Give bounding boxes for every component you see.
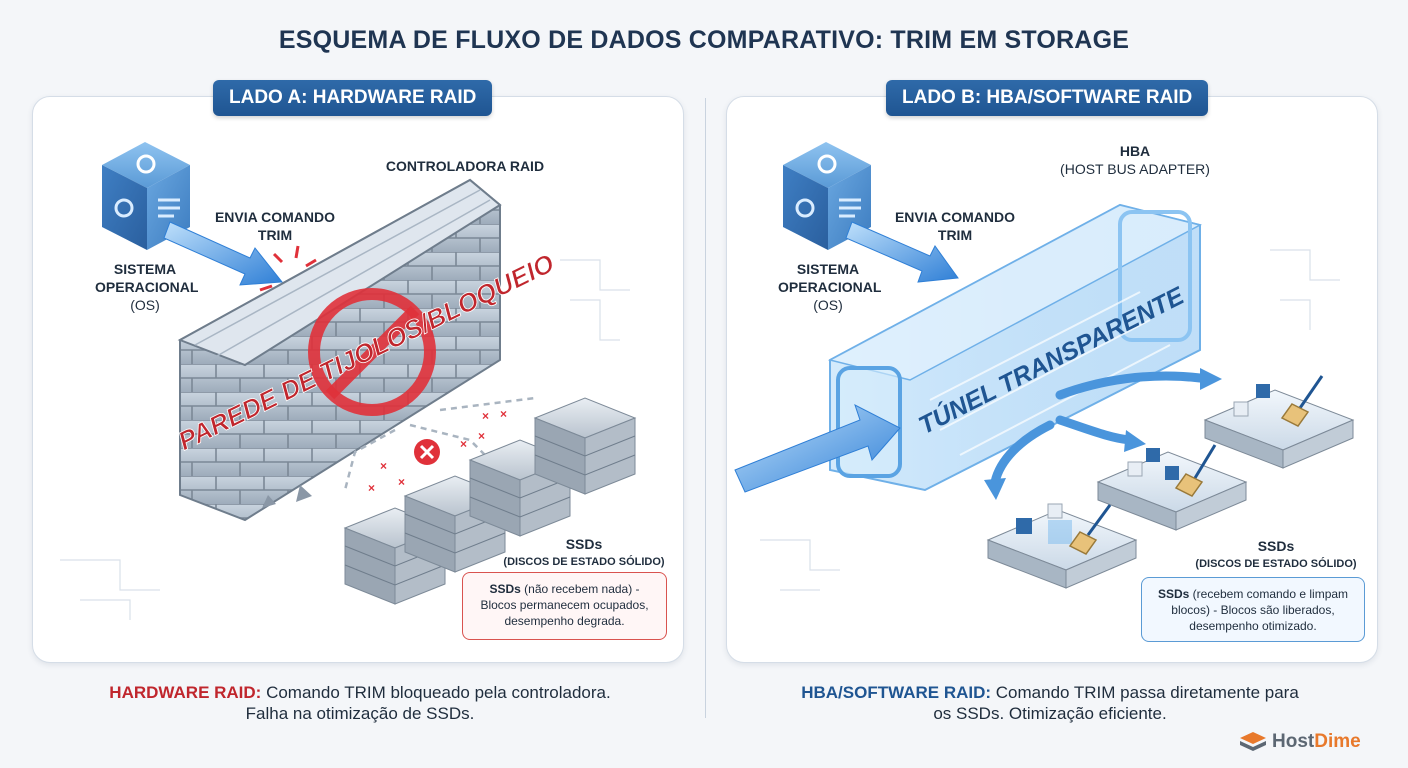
os-label-b-line2: OPERACIONAL: [778, 279, 882, 295]
impact-burst: [259, 245, 317, 309]
caption-side-b: HBA/SOFTWARE RAID: Comando TRIM passa di…: [745, 682, 1355, 724]
ssd-label-a-title: SSDs: [565, 536, 603, 552]
x-mark-icon: [414, 439, 440, 465]
command-label-a: ENVIA COMANDO TRIM: [210, 208, 340, 244]
caption-a-line1: Comando TRIM bloqueado pela controladora…: [261, 683, 611, 702]
caption-side-a: HARDWARE RAID: Comando TRIM bloqueado pe…: [60, 682, 660, 724]
os-label-a: SISTEMA OPERACIONAL (OS): [95, 260, 199, 314]
os-cube-b: [783, 142, 871, 250]
caption-a-line2: Falha na otimização de SSDs.: [245, 704, 475, 723]
logo-part-host: Host: [1272, 731, 1315, 752]
circuit-decoration: [60, 249, 1340, 620]
caption-b-line1: Comando TRIM passa diretamente para: [991, 683, 1299, 702]
svg-text:×: ×: [482, 409, 489, 423]
note-b-line2: blocos) - Blocos são liberados,: [1171, 603, 1335, 617]
output-arrow-heads: [984, 368, 1222, 500]
svg-text:×: ×: [368, 481, 375, 495]
caption-b-line2: os SSDs. Otimização eficiente.: [933, 704, 1167, 723]
hba-label-title: HBA: [1119, 143, 1151, 159]
brick-wall: [177, 178, 502, 522]
hba-label-subtitle: (HOST BUS ADAPTER): [1060, 161, 1210, 177]
ssd-stacks-a: [343, 397, 637, 605]
note-a-bold: SSDs: [489, 582, 521, 596]
svg-text:×: ×: [500, 407, 507, 421]
ssd-label-a: SSDs (DISCOS DE ESTADO SÓLIDO): [498, 535, 670, 571]
hostdime-logo-icon: [1240, 732, 1266, 751]
os-label-b-line1: SISTEMA: [796, 261, 860, 277]
os-label-a-line3: (OS): [130, 297, 160, 313]
small-x-marks: × × × × × × ×: [368, 407, 507, 495]
note-b-bold: SSDs: [1157, 587, 1190, 601]
no-entry-icon: [308, 288, 436, 416]
hba-label: HBA (HOST BUS ADAPTER): [1050, 142, 1220, 178]
ssd-label-b-title: SSDs: [1257, 538, 1295, 554]
os-label-a-line1: SISTEMA: [113, 261, 177, 277]
data-block-icon: [1016, 384, 1270, 534]
os-label-b-line3: (OS): [813, 297, 843, 313]
command-label-a-line2: TRIM: [257, 227, 293, 243]
hostdime-logo-text: HostDime: [1272, 731, 1361, 753]
header-side-a: LADO A: HARDWARE RAID: [213, 80, 493, 116]
hostdime-logo: HostDime: [1240, 731, 1361, 753]
svg-text:×: ×: [380, 459, 387, 473]
command-label-a-line1: ENVIA COMANDO: [214, 209, 336, 225]
os-label-b: SISTEMA OPERACIONAL (OS): [778, 260, 882, 314]
ssd-label-a-subtitle: (DISCOS DE ESTADO SÓLIDO): [503, 556, 665, 568]
ssd-label-b-subtitle: (DISCOS DE ESTADO SÓLIDO): [1195, 558, 1357, 570]
ssd-pad-1: [986, 509, 1138, 589]
note-side-a: SSDs (não recebem nada) - Blocos permane…: [462, 572, 667, 640]
command-label-b-line1: ENVIA COMANDO: [894, 209, 1016, 225]
note-side-b: SSDs (recebem comando e limpam blocos) -…: [1141, 577, 1365, 642]
note-b-line1: (recebem comando e limpam: [1189, 587, 1349, 601]
output-arrows: [990, 371, 1205, 487]
os-label-a-line2: OPERACIONAL: [95, 279, 199, 295]
ssd-pad-2: [1096, 451, 1248, 531]
ssd-label-b: SSDs (DISCOS DE ESTADO SÓLIDO): [1190, 537, 1362, 573]
broom-icon: [1068, 375, 1324, 555]
command-label-b: ENVIA COMANDO TRIM: [890, 208, 1020, 244]
command-label-b-line2: TRIM: [937, 227, 973, 243]
svg-text:×: ×: [398, 475, 405, 489]
trim-arrow-a: [163, 221, 283, 286]
caption-b-highlight: HBA/SOFTWARE RAID:: [801, 683, 992, 702]
panel-divider: [705, 98, 706, 718]
trim-arrow-b: [845, 221, 959, 283]
note-b-line3: desempenho otimizado.: [1189, 619, 1317, 633]
diagram-title: ESQUEMA DE FLUXO DE DADOS COMPARATIVO: T…: [278, 26, 1130, 54]
svg-text:×: ×: [460, 437, 467, 451]
svg-text:×: ×: [478, 429, 485, 443]
note-a-line1: (não recebem nada) -: [520, 582, 640, 596]
ssd-pad-3: [1203, 389, 1355, 469]
note-a-line3: desempenho degrada.: [504, 614, 625, 628]
caption-a-highlight: HARDWARE RAID:: [109, 683, 262, 702]
header-side-b: LADO B: HBA/SOFTWARE RAID: [886, 80, 1209, 116]
note-a-line2: Blocos permanecem ocupados,: [480, 598, 649, 612]
tunnel-entry-arrow: [734, 403, 901, 493]
controller-label: CONTROLADORA RAID: [385, 158, 545, 174]
logo-part-dime: Dime: [1314, 731, 1361, 752]
